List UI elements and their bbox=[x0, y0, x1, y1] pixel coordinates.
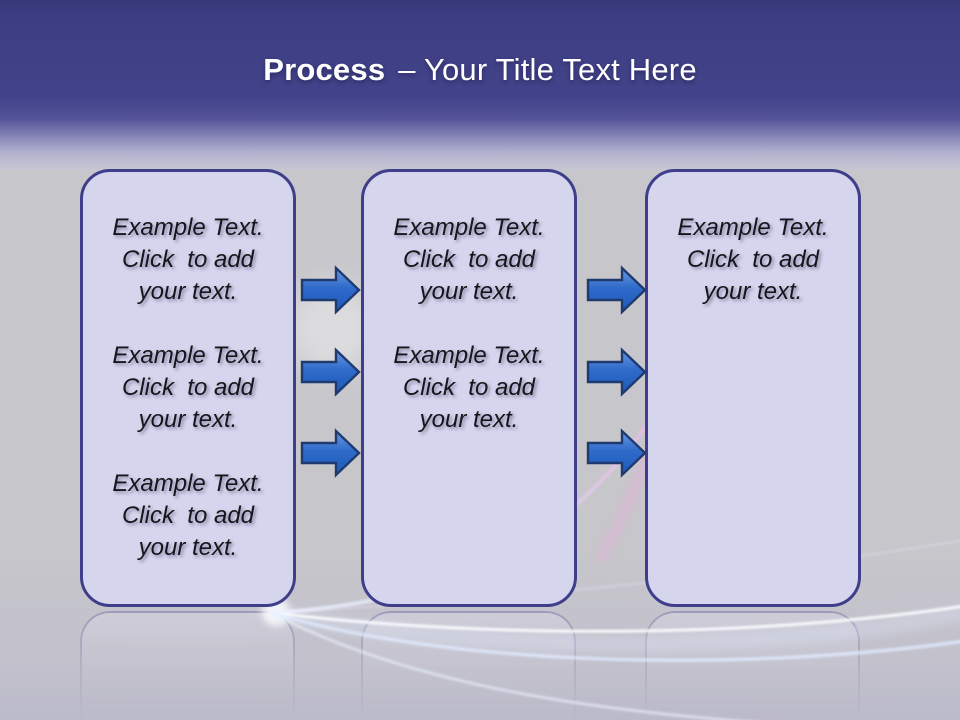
right-arrow-icon bbox=[586, 266, 647, 314]
example-text-block: Example Text. Click to add your text. bbox=[393, 214, 545, 305]
right-arrow-icon bbox=[300, 348, 361, 396]
example-text-block: Example Text. Click to add your text. bbox=[112, 470, 264, 561]
example-text-block: Example Text. Click to add your text. bbox=[677, 214, 829, 305]
slide-title: Process – Your Title Text Here bbox=[0, 52, 960, 88]
slide-title-subtitle: – Your Title Text Here bbox=[398, 52, 697, 87]
title-band bbox=[0, 0, 960, 170]
example-text-block: Example Text. Click to add your text. bbox=[112, 214, 264, 305]
process-box-3: Example Text. Click to add your text. bbox=[645, 169, 861, 607]
process-box-1: Example Text. Click to add your text. Ex… bbox=[80, 169, 296, 607]
box-reflection-2 bbox=[361, 611, 576, 720]
right-arrow-icon bbox=[300, 266, 361, 314]
box-reflection-1 bbox=[80, 611, 295, 720]
box-reflection-3 bbox=[645, 611, 860, 720]
slide-title-keyword: Process bbox=[263, 52, 386, 87]
example-text-block: Example Text. Click to add your text. bbox=[112, 342, 264, 433]
process-box-2: Example Text. Click to add your text. Ex… bbox=[361, 169, 577, 607]
right-arrow-icon bbox=[300, 429, 361, 477]
right-arrow-icon bbox=[586, 429, 647, 477]
right-arrow-icon bbox=[586, 348, 647, 396]
example-text-block: Example Text. Click to add your text. bbox=[393, 342, 545, 433]
